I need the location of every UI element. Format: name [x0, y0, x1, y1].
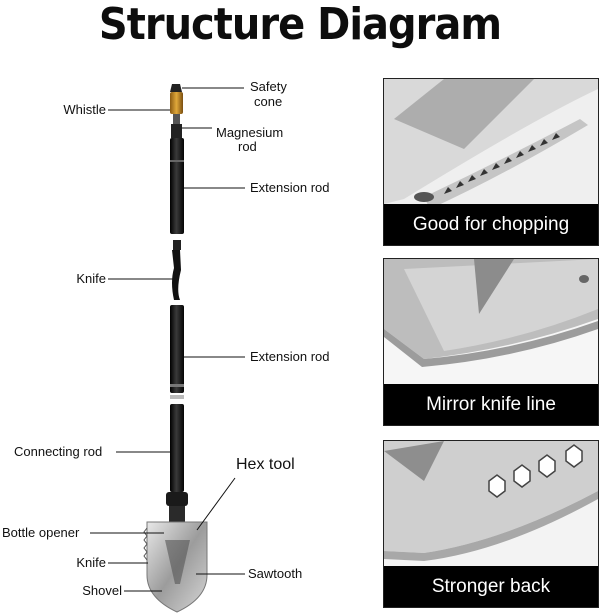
shovel-diagram	[90, 84, 245, 613]
label-connecting-rod: Connecting rod	[14, 444, 103, 459]
label-knife-bottom: Knife	[76, 555, 106, 570]
whistle	[170, 92, 183, 114]
safety-cone	[170, 84, 182, 92]
label-knife-top: Knife	[76, 271, 106, 286]
detail-panel-knife-line: Mirror knife line	[383, 258, 599, 426]
caption-knife-line: Mirror knife line	[384, 384, 598, 425]
label-magnesium-line2: rod	[238, 139, 257, 154]
caption-chopping: Good for chopping	[384, 204, 598, 245]
label-sawtooth: Sawtooth	[248, 566, 303, 581]
knife-top	[172, 250, 181, 300]
label-safety-cone-line2: cone	[254, 94, 283, 109]
label-shovel: Shovel	[82, 583, 122, 598]
label-whistle: Whistle	[63, 102, 106, 117]
page-title: Structure Diagram	[98, 0, 502, 50]
extension-rod-mid	[170, 305, 184, 393]
label-extension-rod-mid: Extension rod	[250, 349, 330, 364]
label-hex-tool: Hex tool	[236, 456, 295, 473]
label-magnesium-line1: Magnesium	[216, 125, 284, 140]
label-extension-rod-top: Extension rod	[250, 180, 330, 195]
extension-rod-top	[170, 138, 184, 234]
connecting-rod	[170, 404, 184, 492]
label-bottle-opener: Bottle opener	[2, 525, 80, 540]
label-safety-cone-line1: Safety	[250, 79, 287, 94]
caption-stronger-back: Stronger back	[384, 566, 598, 607]
detail-panel-chopping: Good for chopping	[383, 78, 599, 246]
detail-panel-stronger-back: Stronger back	[383, 440, 599, 608]
